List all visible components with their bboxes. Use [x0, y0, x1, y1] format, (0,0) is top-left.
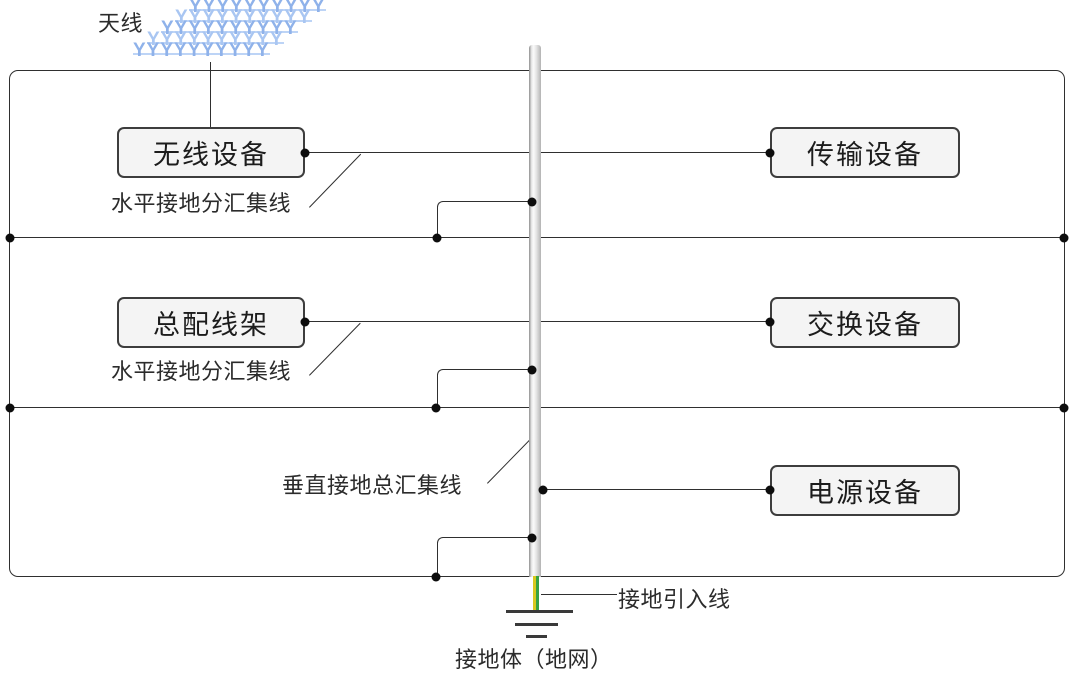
box-transmission-equipment: 传输设备	[770, 127, 960, 178]
bus-to-floor-connector-3	[437, 537, 532, 576]
earth-symbol-bar-2	[515, 623, 558, 626]
junction-dot	[300, 317, 310, 327]
box-power-equipment: 电源设备	[770, 465, 960, 516]
box-wireless-equipment-label: 无线设备	[153, 140, 269, 170]
box-wireless-equipment: 无线设备	[117, 127, 305, 178]
box-switching-equipment: 交换设备	[770, 297, 960, 348]
horizontal-bus-label-1: 水平接地分汇集线	[111, 191, 292, 216]
box-main-distribution-frame: 总配线架	[117, 297, 305, 348]
box-transmission-equipment-label: 传输设备	[807, 140, 923, 170]
junction-dot	[431, 572, 441, 582]
junction-dot	[765, 317, 775, 327]
junction-dot	[765, 485, 775, 495]
pointer-line-lead-in	[541, 594, 617, 595]
ground-body-label: 接地体（地网）	[455, 647, 613, 672]
junction-dot	[538, 485, 548, 495]
box-switching-equipment-label: 交换设备	[807, 310, 923, 340]
junction-dot	[1059, 403, 1069, 413]
junction-dot	[527, 365, 537, 375]
earth-symbol-bar-3	[526, 635, 547, 638]
horizontal-bus-line-3	[543, 489, 770, 490]
antenna-mesh-row: YYYYYYYYYY	[133, 40, 270, 61]
antenna-label: 天线	[98, 11, 144, 36]
junction-dot	[765, 148, 775, 158]
junction-dot	[431, 403, 441, 413]
horizontal-bus-label-2: 水平接地分汇集线	[111, 359, 292, 384]
junction-dot	[432, 233, 442, 243]
junction-dot	[5, 403, 15, 413]
earth-symbol-bar-1	[506, 610, 573, 613]
junction-dot	[1059, 233, 1069, 243]
box-main-distribution-frame-label: 总配线架	[153, 310, 269, 340]
bus-to-floor-connector-1	[437, 201, 532, 238]
vertical-ground-bus-bar	[529, 45, 541, 577]
bus-to-floor-connector-2	[437, 369, 532, 407]
junction-dot	[527, 533, 537, 543]
junction-dot	[5, 233, 15, 243]
antenna-feed-line	[210, 62, 211, 127]
vertical-bus-label: 垂直接地总汇集线	[282, 473, 463, 498]
junction-dot	[527, 197, 537, 207]
ground-lead-in-wire	[533, 576, 539, 612]
lead-in-wire-label: 接地引入线	[618, 587, 731, 612]
junction-dot	[300, 148, 310, 158]
box-power-equipment-label: 电源设备	[807, 478, 923, 508]
